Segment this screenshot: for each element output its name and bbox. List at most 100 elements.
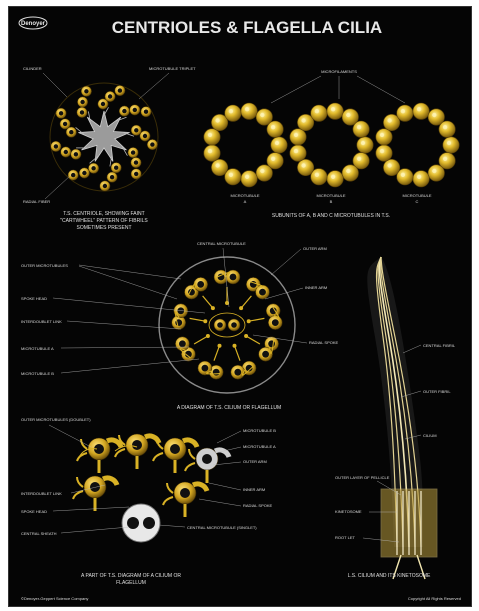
microtubule-lumen	[144, 110, 148, 114]
subunit-highlight	[315, 173, 319, 177]
subunit-highlight	[294, 133, 298, 137]
tubulin-subunit	[443, 137, 459, 153]
microtubule-lumen	[71, 173, 75, 177]
label-central-microtubule: CENTRAL MICROTUBULE	[197, 241, 246, 246]
label-radial-spoke-part: RADIAL SPOKE	[243, 503, 273, 508]
microtubule-lumen	[63, 122, 67, 126]
subunit-highlight	[346, 169, 350, 173]
ls-cilium-caption: L.S. CILIUM AND ITS KINETOSOME	[348, 573, 431, 579]
ts-cilium-caption: A DIAGRAM OF T.S. CILIUM OR FLAGELLUM	[177, 405, 281, 411]
subunit-highlight	[215, 118, 219, 122]
microtubule-lumen	[84, 89, 88, 93]
radial-spoke	[194, 336, 208, 344]
tubulin-subunit	[241, 171, 257, 187]
subunit-highlight	[301, 163, 305, 167]
microtubule-subunits-diagram	[204, 103, 459, 187]
tubulin-subunit	[342, 165, 358, 181]
microtubule-lumen	[64, 150, 68, 154]
label-central-sheath: CENTRAL SHEATH	[21, 531, 57, 536]
subunit-highlight	[432, 169, 436, 173]
label-microtubule-a-ts: MICROTUBULE A	[21, 346, 54, 351]
dynein-arm	[153, 439, 163, 461]
microtubule-lumen	[131, 150, 135, 154]
subunit-highlight	[432, 113, 436, 117]
microtubule-lumen	[54, 144, 58, 148]
radial-spoke	[246, 336, 260, 344]
tubulin-subunit	[383, 159, 399, 175]
subunit-highlight	[361, 141, 365, 145]
poster: Denoyer CENTRIOLES & FLAGELLA CILIA CILI…	[8, 6, 472, 607]
label-microtubule-a-part: MICROTUBULE A	[243, 444, 276, 449]
label-radial-spoke-ts: RADIAL SPOKE	[309, 340, 339, 345]
radial-fiber	[90, 156, 99, 163]
microtubule-lumen	[80, 110, 84, 114]
radial-spoke	[241, 296, 251, 308]
label-central-fibril: CENTRAL FIBRIL	[423, 343, 456, 348]
label-inner-arm-part: INNER ARM	[243, 487, 265, 492]
microtubule-lumen	[101, 102, 105, 106]
cilium-ts-diagram	[159, 257, 295, 393]
microtubule-lumen	[134, 172, 138, 176]
lumen	[90, 482, 100, 492]
lumen	[262, 351, 269, 358]
microtubule-lumen	[118, 88, 122, 92]
footer-left: ©Denoyer-Geppert Science Company	[21, 596, 88, 601]
tubulin-subunit	[271, 137, 287, 153]
spoke-head	[244, 334, 248, 338]
tubulin-subunit	[439, 121, 455, 137]
subunit-highlight	[380, 133, 384, 137]
microtubule-lumen	[122, 109, 126, 113]
subunit-highlight	[271, 157, 275, 161]
label-outer-layer-pellicle: OUTER LAYER OF PELLICLE	[335, 475, 390, 480]
tubulin-subunit	[428, 165, 444, 181]
centriole-caption-line1: T.S. CENTRIOLE, SHOWING FAINT	[63, 211, 144, 217]
label-outer-microtubules: OUTER MICROTUBULES	[21, 263, 68, 268]
microtubule-lumen	[59, 111, 63, 115]
partial-ts-caption-line2: FLAGELLUM	[116, 580, 146, 586]
subunit-highlight	[447, 141, 451, 145]
tubulin-subunit	[204, 129, 220, 145]
label-microtubule-a: MICROTUBULE	[230, 193, 259, 198]
radial-spoke	[203, 296, 213, 308]
tubulin-subunit	[311, 105, 327, 121]
lumen	[197, 281, 204, 288]
dynein-arm	[73, 477, 83, 499]
lumen	[202, 365, 209, 372]
subunit-highlight	[417, 107, 421, 111]
subunit-highlight	[275, 141, 279, 145]
lumen	[132, 440, 142, 450]
tubulin-subunit	[290, 145, 306, 161]
label-microtubule-triplet: MICROTUBULE TRIPLET	[149, 66, 196, 71]
footer-right: Copyright All Rights Reserved	[408, 596, 461, 601]
microtubule-lumen	[108, 94, 112, 98]
label-rootlet: ROOT LET	[335, 535, 355, 540]
tubulin-subunit	[327, 103, 343, 119]
label-outer-fibril: OUTER FIBRIL	[423, 389, 451, 394]
lumen	[170, 444, 180, 454]
subunit-highlight	[357, 125, 361, 129]
subunits-caption: SUBUNITS OF A, B AND C MICROTUBULES IN T…	[272, 213, 390, 219]
subunit-highlight	[260, 113, 264, 117]
subunit-highlight	[271, 125, 275, 129]
microtubule-lumen	[69, 130, 73, 134]
tubulin-subunit	[297, 159, 313, 175]
label-outer-arm-ts: OUTER ARM	[303, 246, 327, 251]
spoke-head	[247, 319, 251, 323]
lumen	[230, 274, 237, 281]
label-inner-arm-ts: INNER ARM	[305, 285, 327, 290]
subunit-highlight	[315, 109, 319, 113]
microtubule-lumen	[150, 142, 154, 146]
subunit-labels: MICROFILAMENTS MICROTUBULE A MICROTUBULE…	[230, 69, 431, 219]
subunit-highlight	[443, 157, 447, 161]
label-microfilaments: MICROFILAMENTS	[321, 69, 357, 74]
microtubule-lumen	[82, 171, 86, 175]
subunit-highlight	[260, 169, 264, 173]
label-spoke-head: SPOKE HEAD	[21, 296, 47, 301]
label-radial-fiber: RADIAL FIBER	[23, 199, 50, 204]
label-kinetosome: KINETOSOME	[335, 509, 362, 514]
spoke-head	[218, 344, 222, 348]
label-outer-microtubules-doublet: OUTER MICROTUBULES (DOUBLET)	[21, 417, 91, 422]
tubulin-subunit	[241, 103, 257, 119]
diagram-canvas: Denoyer CENTRIOLES & FLAGELLA CILIA CILI…	[9, 7, 471, 606]
subunit-highlight	[417, 175, 421, 179]
